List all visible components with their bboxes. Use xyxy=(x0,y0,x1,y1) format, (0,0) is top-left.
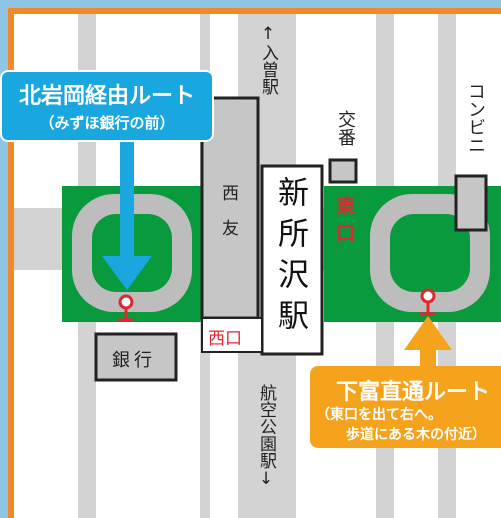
shimotomi-route-callout: 下富直通ルート （東口を出て右へ。 歩道にある木の付近） xyxy=(310,366,501,448)
north-direction-label: ↑入曽駅 xyxy=(258,24,278,95)
seiyu-label: 西友 xyxy=(218,184,238,254)
blue-arrow-head xyxy=(102,256,152,290)
shimotomi-route-note-2: 歩道にある木の付近） xyxy=(346,427,486,443)
kitaiwaoka-route-title: 北岩岡経由ルート xyxy=(18,84,195,109)
shimotomi-route-title: 下富直通ルート xyxy=(336,380,491,405)
orange-arrow-shaft xyxy=(420,348,436,368)
kitaiwaoka-route-callout: 北岩岡経由ルート （みずほ銀行の前） xyxy=(0,70,214,142)
west-exit-label: 西口 xyxy=(208,329,242,349)
east-roundabout-center xyxy=(390,214,470,292)
east-bus-stop-pin xyxy=(420,288,436,316)
west-exit-box xyxy=(201,317,263,353)
koban-label: 交番 xyxy=(335,110,356,146)
bank-building xyxy=(94,332,178,382)
south-direction-label: 航空公園駅↓ xyxy=(256,384,276,489)
bank-label: 銀行 xyxy=(112,350,156,371)
kitaiwaoka-route-note: （みずほ銀行の前） xyxy=(39,114,175,132)
station-name-label: 新所沢駅 xyxy=(272,176,308,340)
convenience-building xyxy=(454,174,488,232)
west-bus-stop-pin xyxy=(118,294,134,322)
convenience-label: コンビニ xyxy=(465,82,486,154)
koban-building xyxy=(328,158,358,184)
orange-arrow-head xyxy=(404,316,452,350)
blue-arrow-shaft xyxy=(120,140,134,258)
east-exit-label: 東口 xyxy=(333,196,355,250)
shimotomi-route-note-1: （東口を出て右へ。 xyxy=(316,407,442,423)
station-building xyxy=(260,164,324,356)
